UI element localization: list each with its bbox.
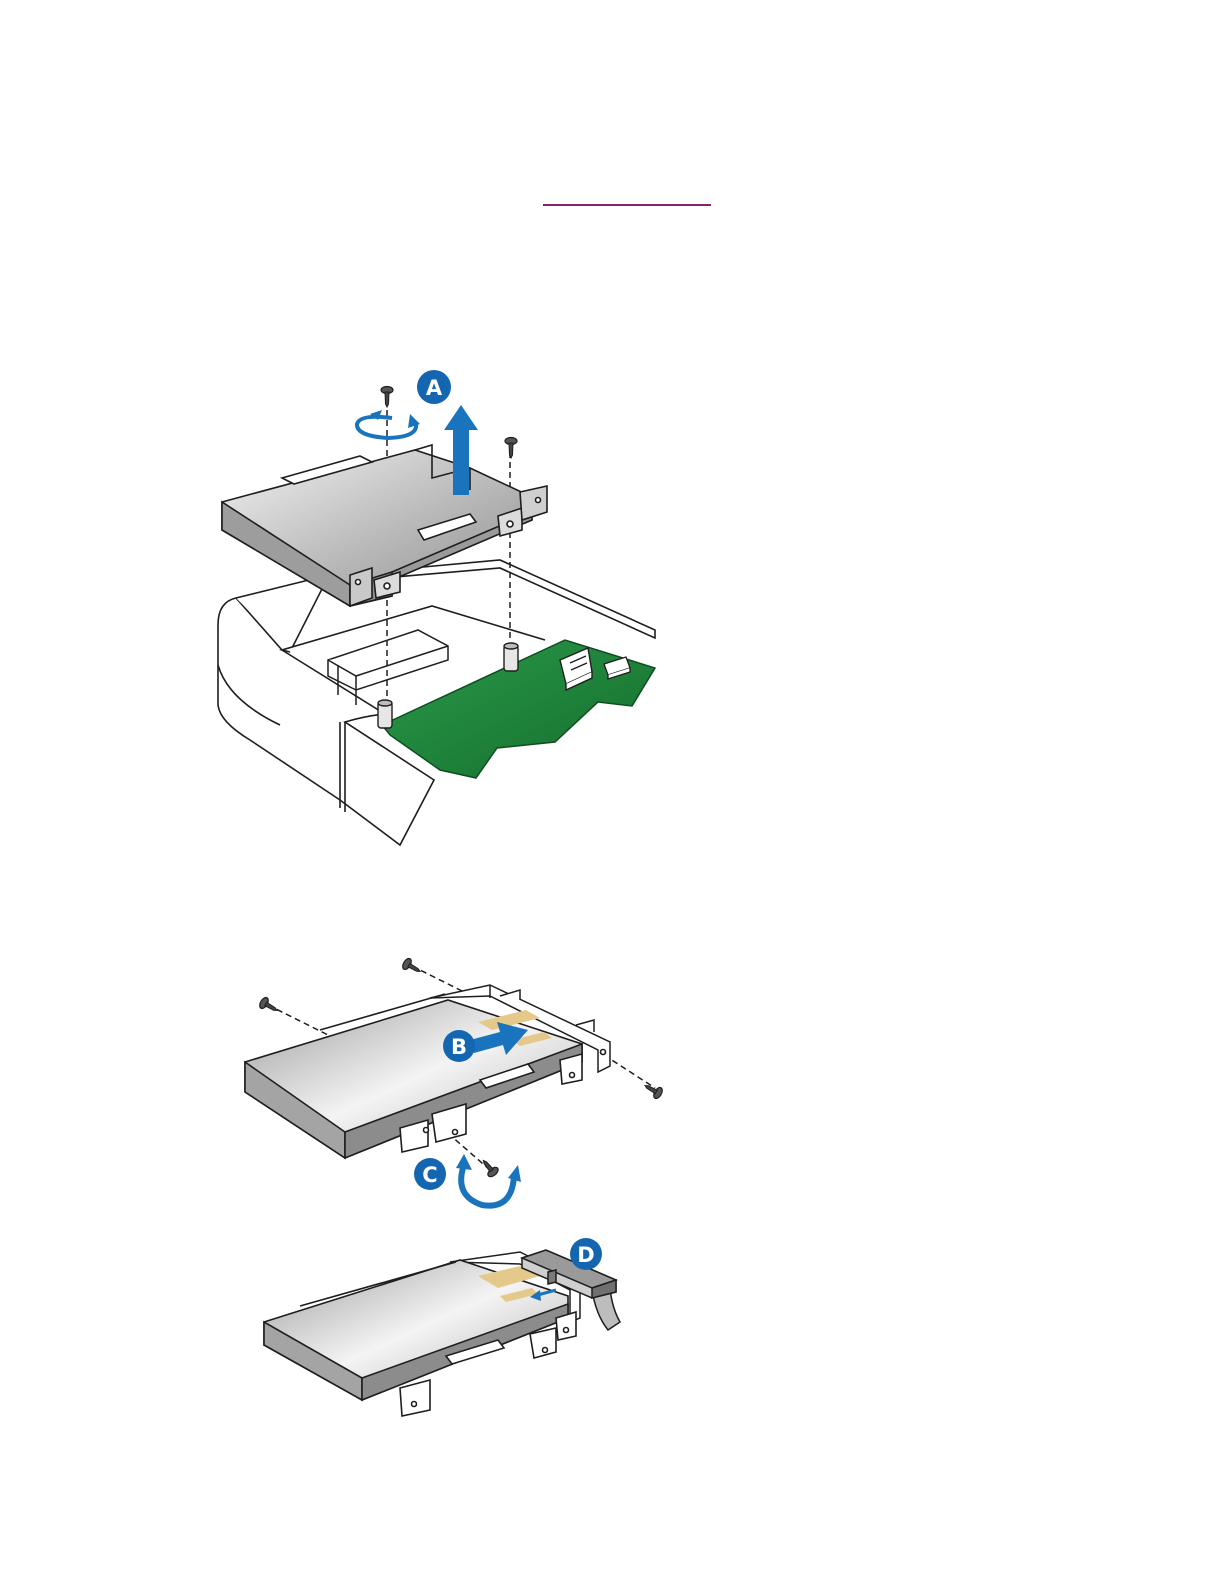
screw-icon: [479, 1157, 500, 1179]
rotate-arrow-icon: [456, 1154, 521, 1206]
figure-bracket-removal: A: [218, 370, 655, 845]
callout-b-label: B: [451, 1035, 467, 1059]
figure-cable-connect: D: [264, 1238, 620, 1416]
screw-icon: [505, 438, 517, 459]
figure-drive-insert: B C: [245, 957, 664, 1206]
drive-bracket: [222, 445, 547, 606]
callout-d: D: [570, 1238, 602, 1270]
callout-a-label: A: [426, 376, 443, 400]
screw-icon: [401, 957, 423, 977]
screw-icon: [381, 387, 393, 408]
callout-c-label: C: [422, 1163, 437, 1187]
rotate-arrow-icon: [357, 410, 420, 438]
screw-icon: [642, 1080, 664, 1100]
screw-icon: [258, 996, 280, 1016]
callout-c: C: [414, 1158, 446, 1190]
callout-a: A: [417, 370, 451, 404]
ssd-drive: [264, 1260, 576, 1416]
standoff-left: [378, 700, 392, 728]
callout-d-label: D: [577, 1243, 594, 1267]
callout-b: B: [443, 1030, 475, 1062]
standoff-right: [504, 643, 518, 671]
